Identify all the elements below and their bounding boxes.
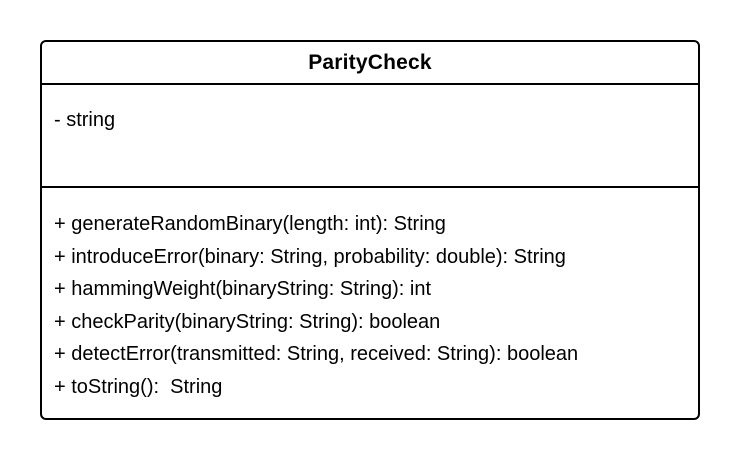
method-detect-error: + detectError(transmitted: String, recei… <box>54 343 579 365</box>
class-name-compartment: ParityCheck <box>42 42 698 85</box>
method-to-string: + toString(): String <box>54 375 223 398</box>
methods-compartment: + generateRandomBinary(length: int): Str… <box>42 188 698 403</box>
method-hamming-weight: + hammingWeight(binaryString: String): i… <box>54 278 432 300</box>
method-introduce-error: + introduceError(binary: String, probabi… <box>54 245 566 268</box>
attribute-string: - string <box>54 109 116 131</box>
uml-class-box: ParityCheck - string + generateRandomBin… <box>40 40 700 420</box>
attributes-compartment: - string <box>42 85 698 188</box>
method-check-parity: + checkParity(binaryString: String): boo… <box>54 310 441 333</box>
method-generate-random-binary: + generateRandomBinary(length: int): Str… <box>54 213 446 235</box>
class-name: ParityCheck <box>308 50 432 74</box>
